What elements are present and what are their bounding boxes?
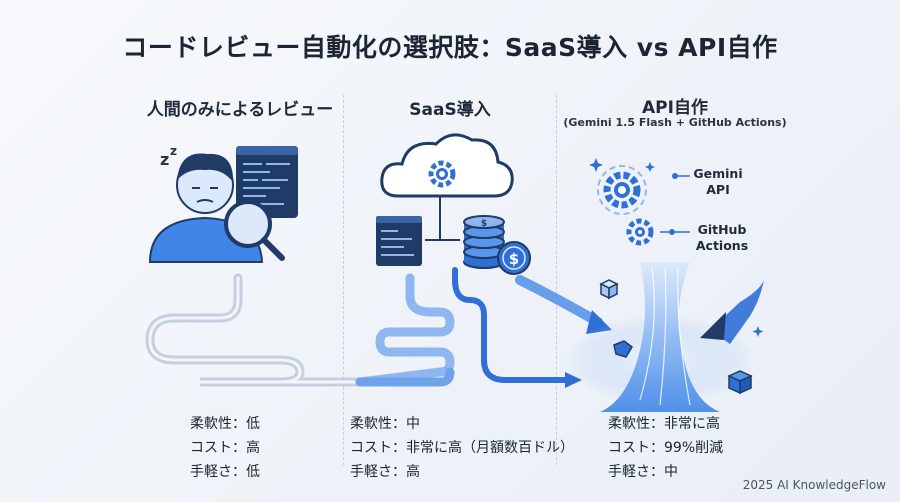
- page-title: コードレビュー自動化の選択肢：SaaS導入 vs API自作: [122, 33, 778, 62]
- gemini-label-text: Gemini API: [693, 166, 743, 197]
- saas-code-window-icon: [376, 216, 422, 266]
- pipe-saas: [355, 273, 455, 387]
- pipe-human: [145, 273, 365, 387]
- column-heading-saas: SaaS導入: [409, 100, 491, 120]
- metric-ease: 手軽さ：低: [190, 464, 260, 480]
- svg-text:z: z: [170, 144, 177, 158]
- dollar-coin-icon: $: [497, 241, 531, 275]
- metric-ease: 手軽さ：高: [350, 464, 420, 480]
- github-actions-label: GitHub Actions: [688, 222, 756, 254]
- magnifier-icon: [224, 200, 285, 261]
- footer-credit: 2025 AI KnowledgeFlow: [742, 478, 886, 492]
- gear-icon: [428, 160, 456, 188]
- svg-text:$: $: [481, 219, 487, 229]
- github-label-text: GitHub Actions: [695, 222, 749, 253]
- arrow-right-icon: [565, 372, 582, 388]
- metrics-api: 柔軟性：非常に高 コスト：99%削減 手軽さ：中: [608, 412, 723, 484]
- svg-text:$: $: [509, 250, 519, 268]
- gemini-api-label: Gemini API: [688, 166, 748, 198]
- metric-flexibility: 柔軟性：非常に高: [608, 416, 720, 432]
- code-window-icon: [236, 146, 298, 218]
- metric-flexibility: 柔軟性：低: [190, 416, 260, 432]
- metrics-human: 柔軟性：低 コスト：高 手軽さ：低: [190, 412, 260, 484]
- metric-ease: 手軽さ：中: [608, 464, 678, 480]
- metric-cost: コスト：非常に高（月額数百ドル）: [350, 440, 574, 456]
- gemini-gear-icon: [597, 165, 647, 215]
- data-stream: [600, 262, 720, 412]
- github-gear-icon: [626, 218, 654, 246]
- column-heading-api: API自作: [642, 98, 708, 118]
- rocket-flame-icon: [700, 280, 764, 344]
- svg-text:z: z: [160, 150, 169, 169]
- cube-icon: [599, 279, 753, 395]
- column-divider-1: [343, 95, 344, 465]
- curved-arrow: [515, 275, 603, 327]
- metric-cost: コスト：高: [190, 440, 260, 456]
- column-subheading-api: (Gemini 1.5 Flash + GitHub Actions): [563, 116, 787, 129]
- column-heading-human: 人間のみによるレビュー: [146, 100, 334, 120]
- column-divider-2: [556, 95, 557, 465]
- metric-flexibility: 柔軟性：中: [350, 416, 420, 432]
- metric-cost: コスト：99%削減: [608, 440, 724, 456]
- sparkle-icon: [589, 158, 764, 337]
- metrics-saas: 柔軟性：中 コスト：非常に高（月額数百ドル） 手軽さ：高: [350, 412, 574, 484]
